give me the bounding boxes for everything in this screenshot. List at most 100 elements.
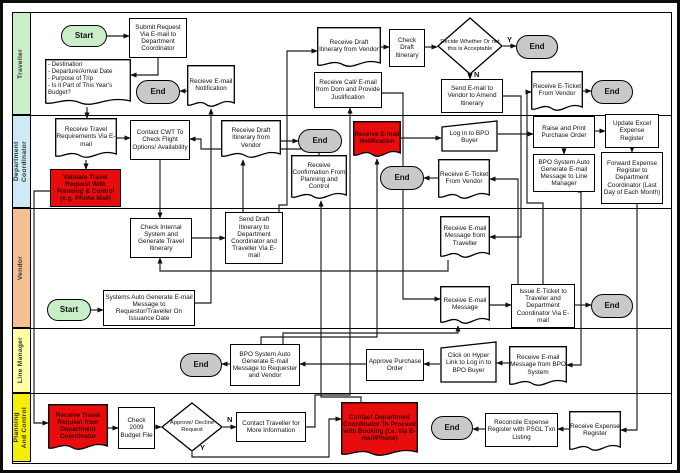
lane-divider (12, 115, 671, 116)
node-start-vendor: Start (47, 299, 91, 321)
node-label: Start (74, 31, 94, 41)
node-bpo-generate-line-manager: BPO System Auto Generate E-mail Message … (533, 154, 595, 192)
node-submit-request: Submit Request Via E-mail to Department … (129, 18, 187, 58)
connector-10 (306, 107, 353, 428)
node-label: Receive Expense Register (570, 422, 620, 437)
connector-31 (566, 191, 582, 368)
node-label: Receive E-mail Message from BPO System (510, 354, 566, 376)
node-label: End (312, 136, 328, 146)
node-label: End (193, 360, 209, 370)
node-label: Receive Travel Request from Department C… (55, 411, 101, 441)
connector-11 (382, 92, 441, 302)
branch-label-N: N (474, 70, 479, 79)
node-receive-email-message: Receive E-mail Message (440, 286, 490, 326)
connector-30 (620, 204, 638, 433)
node-label: End (604, 87, 620, 97)
connector-41 (157, 257, 449, 272)
lane-label-0: Traveller (12, 12, 31, 115)
node-approve-purchase-order: Approve Purchase Order (366, 349, 424, 381)
node-label: Decide Whether Or not this is Acceptable (440, 39, 500, 52)
node-end-2: End (516, 35, 558, 59)
node-label: Check Draft Itinerary (395, 37, 419, 59)
node-end-7: End (180, 353, 222, 377)
node-update-excel-register: Update Excel Expense Register (605, 114, 659, 148)
connector-45 (191, 416, 342, 458)
connector-39 (489, 176, 519, 284)
node-receive-notification-traveller: Recieve E-mail Notification (187, 65, 235, 109)
node-receive-draft-itinerary-traveller: Receive Draft Itinerary from Vendor (317, 27, 381, 69)
node-raise-print-po: Raise and Print Purchase Order (533, 116, 595, 148)
node-issue-eticket: Issue E-Ticket to Traveler and Departmen… (511, 284, 575, 328)
node-label: Click on Hyper Link to Log in to BPO Buy… (445, 352, 492, 374)
node-label: Receive Draft Itinerary from Vendor (319, 38, 379, 53)
node-label: Check Internal System and Generate Trave… (138, 223, 184, 253)
node-label: Receive E-mail Message (443, 296, 487, 311)
node-receive-travel-requirements: Receive Travel Requirements Via E-mail (55, 118, 117, 160)
node-send-email-amend: Send E-mail to Vendor to Amend Itinerary (441, 79, 503, 113)
node-label: Approve/ Decline Request (169, 420, 215, 433)
node-bpo-generate-requester-vendor: BPO System Auto Generate E-mail Message … (230, 344, 300, 386)
node-end-3: End (591, 80, 633, 104)
node-label: - Destination - Departure/Arrival Date -… (48, 61, 113, 96)
connector-46 (318, 200, 362, 402)
branch-label-N: N (227, 415, 232, 424)
node-label: End (604, 301, 620, 311)
node-label: BPO System Auto Generate E-mail Message … (538, 158, 590, 188)
connector-23 (260, 158, 380, 344)
node-label: Issue E-Ticket to Traveler and Departmen… (516, 287, 570, 324)
node-label: Receive E-mail Message from Traveller (443, 225, 487, 247)
node-systems-auto-generate: Systems Auto Generate E-mail Message to … (103, 290, 195, 326)
node-receive-message-bpo-system: Receive E-mail Message from BPO System (509, 346, 567, 388)
lane-divider (12, 208, 671, 209)
node-receive-eticket-traveller: Receive E-Ticket From Vendor (531, 71, 583, 113)
lane-divider (12, 328, 671, 329)
branch-label-Y: Y (200, 443, 205, 452)
branch-label-Y: Y (507, 35, 512, 44)
node-label: Send Draft Itinerary to Department Coord… (231, 216, 277, 260)
node-login-bpo-buyer: Log in to BPO Buyer (441, 120, 498, 152)
node-validate-travel-request: Validate Travel Request With Planning & … (50, 169, 121, 207)
node-label: Send E-mail to Vendor to Amend Itinerary (447, 85, 497, 107)
node-label: End (444, 423, 460, 433)
node-contact-traveller-info: Contact Traveller for More Information (236, 412, 306, 442)
connector-21 (278, 48, 318, 212)
node-end-1: End (136, 80, 180, 104)
node-receive-eticket-dc: Receive E-Ticket From Vendor (438, 159, 490, 201)
node-check-internal-system: Check Internal System and Generate Trave… (130, 218, 192, 258)
node-label: Submit Request Via E-mail to Department … (135, 23, 181, 53)
node-check-draft-itinerary: Check Draft Itinerary (389, 29, 425, 67)
connector-4 (195, 108, 214, 304)
connector-9 (489, 95, 522, 240)
node-label: End (394, 173, 410, 183)
node-contact-dc-proceed-red: Contact Department Coordinator To Procee… (341, 402, 418, 458)
node-end-8: End (431, 416, 473, 440)
node-label: Systems Auto Generate E-mail Message to … (105, 293, 193, 323)
node-label: Forward Expense Register to Department C… (603, 159, 661, 196)
node-label: Receive Travel Requirements Via E-mail (56, 126, 116, 148)
node-send-draft-itinerary: Send Draft Itinerary to Department Coord… (225, 212, 283, 264)
node-click-hyperlink-bpo: Click on Hyper Link to Log in to BPO Buy… (440, 341, 497, 383)
node-label: End (529, 42, 545, 52)
node-label: Contact Department Coordinator To Procee… (343, 413, 416, 443)
node-label: Receive Draft Itinerary from Vendor (231, 127, 271, 149)
node-receive-message-from-traveller: Receive E-mail Message from Traveller (440, 216, 490, 260)
node-receive-call-justification: Receive Call/ E-mail from Dom and Provid… (314, 72, 382, 108)
node-label: End (150, 87, 166, 97)
node-end-4: End (298, 129, 342, 153)
node-receive-travel-request-red: Receive Travel Request from Department C… (48, 404, 108, 452)
node-receive-expense-register: Receive Expense Register (569, 411, 621, 453)
node-start-traveller: Start (61, 25, 107, 47)
node-label: Validate Travel Request With Planning & … (56, 173, 115, 203)
connector-13 (525, 89, 544, 284)
node-contact-cwt: Contact CWT To Check Flight Options/ Ava… (130, 120, 190, 160)
node-label: Raise and Print Purchase Order (541, 124, 587, 139)
node-trip-details-note: - Destination - Departure/Arrival Date -… (45, 59, 131, 107)
node-label: Reconcile Expense Register with PSGL Txn… (487, 419, 556, 441)
node-receive-email-notification-red: Receive E-mail Notification (353, 121, 401, 159)
connector-1 (130, 58, 159, 78)
node-decide-acceptable: Decide Whether Or not this is Acceptable (437, 17, 503, 75)
node-end-6: End (591, 294, 633, 318)
node-approve-decline-request: Approve/ Decline Request (160, 402, 224, 452)
node-label: Recieve E-mail Notification (189, 77, 233, 92)
